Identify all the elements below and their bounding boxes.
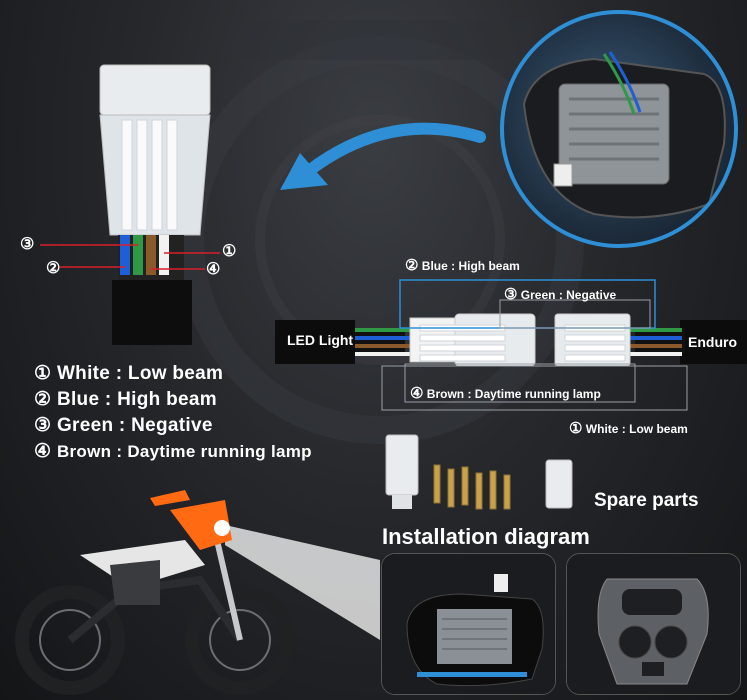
legend-num: ①	[34, 363, 52, 384]
wire-label-brown: ④ Brown : Daytime running lamp	[410, 385, 601, 402]
led-light-label: LED Light	[287, 332, 354, 348]
wiring-diagram	[275, 279, 747, 411]
wire-label-white: ① White : Low beam	[569, 420, 688, 437]
legend-text: Blue : High beam	[56, 389, 217, 410]
dirt-bike-illustration	[15, 490, 380, 695]
legend-item-2: ② Blue : High beam	[34, 388, 217, 411]
legend-text: White : Low beam	[56, 363, 224, 384]
connector-closeup	[40, 64, 220, 345]
installation-photo-back	[381, 553, 556, 695]
installation-photo-front	[566, 553, 741, 695]
legend-item-3: ③ Green : Negative	[34, 414, 213, 437]
enduro-label: Enduro	[688, 334, 737, 350]
callout-2: ②	[46, 260, 61, 277]
spare-parts-illustration	[385, 434, 573, 510]
wire-label-green: ③ Green : Negative	[504, 286, 617, 303]
wire-label-blue: ② Blue : High beam	[405, 257, 520, 274]
legend-text: Brown : Daytime running lamp	[56, 442, 312, 461]
callout-4: ④	[206, 261, 221, 278]
callout-3: ③	[20, 236, 35, 253]
legend-num: ④	[34, 441, 52, 462]
spare-parts-label: Spare parts	[594, 490, 699, 511]
callout-1: ①	[222, 243, 237, 260]
arrow-icon	[280, 122, 486, 190]
legend-text: Green : Negative	[56, 415, 213, 436]
legend-num: ②	[34, 389, 52, 410]
installed-back-photo	[500, 10, 738, 248]
installation-heading: Installation diagram	[382, 524, 590, 549]
legend-item-1: ① White : Low beam	[34, 362, 223, 385]
legend-num: ③	[34, 415, 52, 436]
legend-item-4: ④ Brown : Daytime running lamp	[34, 440, 312, 463]
